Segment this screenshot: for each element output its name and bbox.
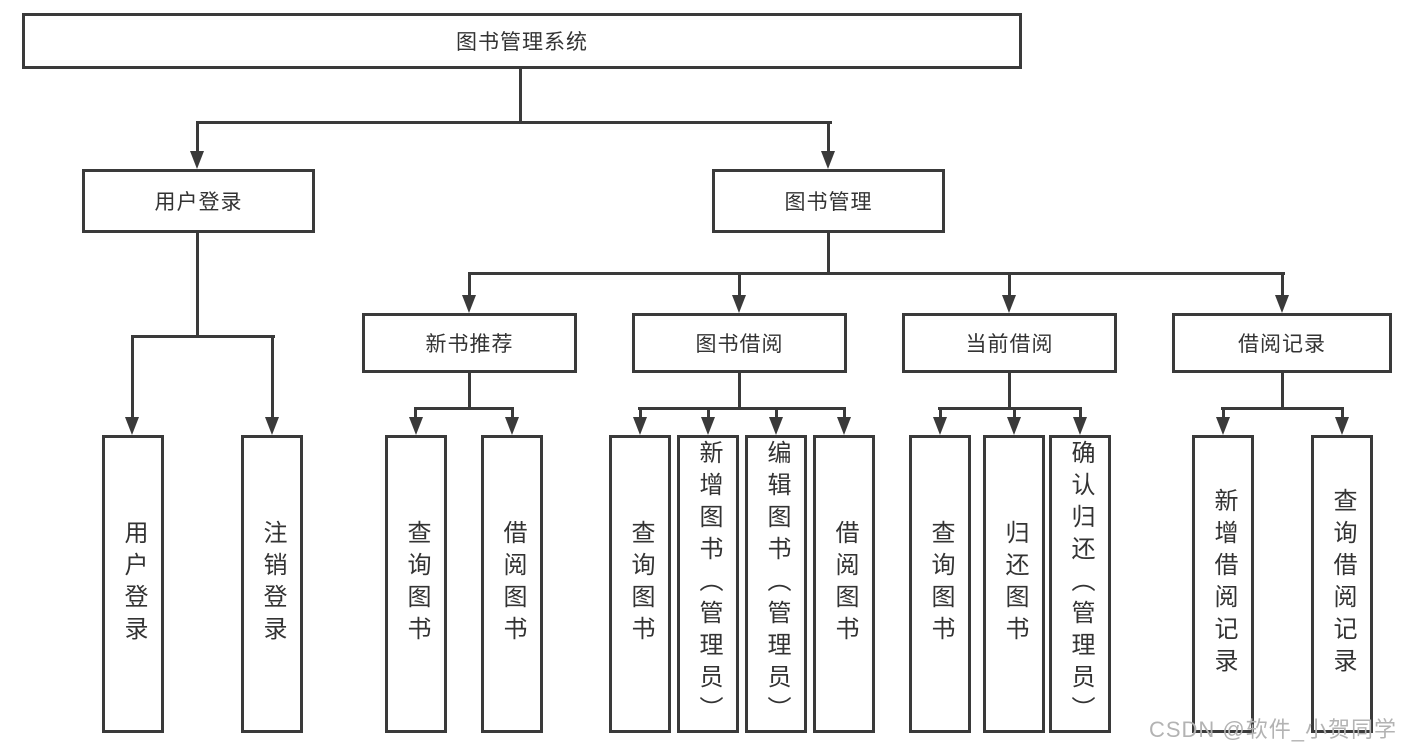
connector-leaf-drop — [775, 407, 778, 417]
leaf-query-book-label: 查询图书 — [627, 520, 654, 648]
node-root: 图书管理系统 — [22, 13, 1022, 69]
arrow-down-icon — [1335, 417, 1349, 435]
node-current-borrowing: 当前借阅 — [902, 313, 1117, 373]
leaf-add-borrow-record-label: 新增借阅记录 — [1210, 488, 1237, 680]
connector-book-mgmt-span — [468, 272, 1285, 275]
arrow-down-icon — [821, 151, 835, 169]
connector-leaf-drop — [414, 407, 417, 417]
connector-user-login-drop — [196, 233, 199, 335]
connector-to-user-login — [196, 121, 199, 152]
leaf-logout: 注销登录 — [241, 435, 303, 733]
connector-leaf-drop — [511, 407, 514, 417]
connector-leaf-drop — [843, 407, 846, 417]
connector-book-borrow-span — [638, 407, 846, 410]
node-new-book-recommend: 新书推荐 — [362, 313, 577, 373]
connector-to-book-borrow — [738, 272, 741, 295]
connector-leaf-drop — [1013, 407, 1016, 417]
arrow-down-icon — [505, 417, 519, 435]
leaf-confirm-return-label: 确认归还（管理员） — [1067, 440, 1094, 728]
connector-leaf-drop — [639, 407, 642, 417]
leaf-query-book-label: 查询图书 — [403, 520, 430, 648]
arrow-down-icon — [409, 417, 423, 435]
leaf-query-borrow-record: 查询借阅记录 — [1311, 435, 1373, 733]
connector-borrow-records-span — [1221, 407, 1344, 410]
node-book-borrowing: 图书借阅 — [632, 313, 847, 373]
leaf-edit-book-label: 编辑图书（管理员） — [763, 440, 790, 728]
connector-to-leaf-logout — [271, 335, 274, 417]
leaf-return-book-label: 归还图书 — [1001, 520, 1028, 648]
connector-current-borrow-drop — [1008, 373, 1011, 407]
node-book-management: 图书管理 — [712, 169, 945, 233]
leaf-query-book-recommend: 查询图书 — [385, 435, 447, 733]
arrow-down-icon — [732, 295, 746, 313]
connector-new-book-drop — [468, 373, 471, 407]
connector-new-book-span — [414, 407, 514, 410]
node-book-borrowing-label: 图书借阅 — [695, 333, 784, 356]
leaf-user-login-label: 用户登录 — [120, 520, 147, 648]
leaf-borrow-book-recommend: 借阅图书 — [481, 435, 543, 733]
arrow-down-icon — [633, 417, 647, 435]
connector-leaf-drop — [1222, 407, 1225, 417]
arrow-down-icon — [190, 151, 204, 169]
arrow-down-icon — [125, 417, 139, 435]
leaf-add-book-admin: 新增图书（管理员） — [677, 435, 739, 733]
leaf-borrow-book-label: 借阅图书 — [831, 520, 858, 648]
connector-book-mgmt-drop — [827, 233, 830, 272]
leaf-add-borrow-record: 新增借阅记录 — [1192, 435, 1254, 733]
node-borrowing-records: 借阅记录 — [1172, 313, 1392, 373]
connector-to-current-borrow — [1008, 272, 1011, 295]
arrow-down-icon — [701, 417, 715, 435]
leaf-confirm-return-admin: 确认归还（管理员） — [1049, 435, 1111, 733]
connector-leaf-drop — [1079, 407, 1082, 417]
leaf-query-borrow-record-label: 查询借阅记录 — [1329, 488, 1356, 680]
connector-current-borrow-span — [938, 407, 1082, 410]
leaf-query-book-borrowing: 查询图书 — [609, 435, 671, 733]
node-user-login-label: 用户登录 — [154, 191, 243, 214]
connector-to-borrow-records — [1281, 272, 1284, 295]
leaf-add-book-label: 新增图书（管理员） — [695, 440, 722, 728]
arrow-down-icon — [1216, 417, 1230, 435]
connector-to-leaf-login — [131, 335, 134, 417]
leaf-borrow-book-label: 借阅图书 — [499, 520, 526, 648]
connector-user-login-span — [131, 335, 275, 338]
connector-leaf-drop — [707, 407, 710, 417]
leaf-query-book-label: 查询图书 — [927, 520, 954, 648]
leaf-edit-book-admin: 编辑图书（管理员） — [745, 435, 807, 733]
connector-root-span — [196, 121, 832, 124]
connector-book-borrow-drop — [738, 373, 741, 407]
connector-borrow-records-drop — [1281, 373, 1284, 407]
connector-to-book-mgmt — [827, 121, 830, 152]
arrow-down-icon — [1007, 417, 1021, 435]
arrow-down-icon — [769, 417, 783, 435]
node-book-management-label: 图书管理 — [784, 191, 873, 214]
leaf-query-book-current: 查询图书 — [909, 435, 971, 733]
arrow-down-icon — [933, 417, 947, 435]
arrow-down-icon — [462, 295, 476, 313]
node-new-book-recommend-label: 新书推荐 — [425, 333, 514, 356]
connector-to-new-book — [468, 272, 471, 295]
arrow-down-icon — [837, 417, 851, 435]
node-root-label: 图书管理系统 — [456, 31, 588, 54]
leaf-logout-label: 注销登录 — [259, 520, 286, 648]
arrow-down-icon — [1002, 295, 1016, 313]
connector-leaf-drop — [939, 407, 942, 417]
csdn-watermark: CSDN @软件_小贺同学 — [1148, 717, 1397, 742]
leaf-borrow-book-borrowing: 借阅图书 — [813, 435, 875, 733]
arrow-down-icon — [1275, 295, 1289, 313]
connector-leaf-drop — [1341, 407, 1344, 417]
node-borrowing-records-label: 借阅记录 — [1238, 333, 1326, 356]
node-user-login: 用户登录 — [82, 169, 315, 233]
arrow-down-icon — [265, 417, 279, 435]
node-current-borrowing-label: 当前借阅 — [965, 333, 1054, 356]
arrow-down-icon — [1073, 417, 1087, 435]
leaf-return-book: 归还图书 — [983, 435, 1045, 733]
leaf-user-login: 用户登录 — [102, 435, 164, 733]
connector-root-drop — [519, 69, 522, 121]
